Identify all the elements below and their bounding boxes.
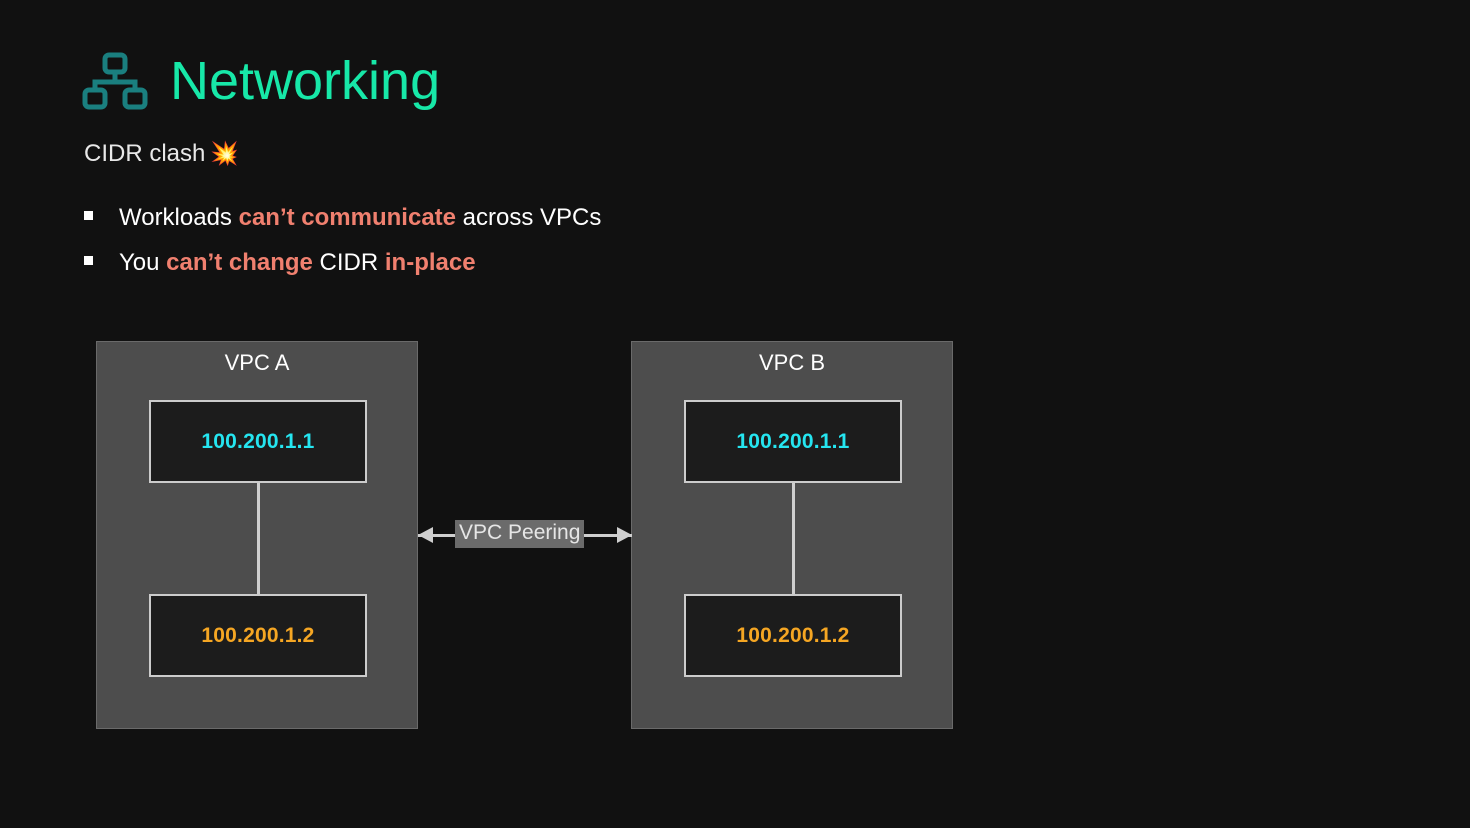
bullet-segment-highlight: in-place <box>384 249 476 276</box>
sitemap-icon <box>82 52 148 110</box>
vpc-a-connector-line <box>257 483 260 594</box>
subtitle-text: CIDR clash <box>84 140 206 167</box>
arrow-head-left-icon <box>418 527 433 543</box>
vpc-b-node-1: 100.200.1.1 <box>684 400 902 483</box>
vpc-container-b: VPC B 100.200.1.1 100.200.1.2 <box>631 341 953 729</box>
bullet-segment: You <box>119 249 167 276</box>
page-title: Networking <box>170 51 441 111</box>
vpc-b-node-2: 100.200.1.2 <box>684 594 902 677</box>
vpc-label-b: VPC B <box>758 350 826 375</box>
peering-line <box>418 534 632 537</box>
vpc-label-a: VPC A <box>224 350 290 375</box>
subtitle: CIDR clash💥 <box>84 140 239 168</box>
bullet-segment-highlight: can’t communicate <box>238 204 457 231</box>
ip-address: 100.200.1.2 <box>736 623 850 647</box>
ip-address: 100.200.1.1 <box>736 429 850 453</box>
bullet-segment-highlight: can’t change <box>166 249 313 276</box>
vpc-a-node-1: 100.200.1.1 <box>149 400 367 483</box>
bullet-text: Workloads can’t communicate across VPCs <box>119 203 601 233</box>
square-bullet-icon <box>84 211 93 220</box>
slide-header: Networking <box>82 52 440 110</box>
bullet-segment: across VPCs <box>456 204 602 231</box>
vpc-a-node-2: 100.200.1.2 <box>149 594 367 677</box>
vpc-b-connector-line <box>792 483 795 594</box>
bullet-segment: Workloads <box>119 204 239 231</box>
vpc-peering-arrow <box>418 527 632 543</box>
vpc-peering-label: VPC Peering <box>455 520 585 549</box>
list-item: You can’t change CIDR in-place <box>84 248 884 278</box>
bullet-list: Workloads can’t communicate across VPCs … <box>84 203 884 293</box>
collision-emoji: 💥 <box>210 140 239 166</box>
bullet-segment: CIDR <box>312 249 385 276</box>
list-item: Workloads can’t communicate across VPCs <box>84 203 884 233</box>
ip-address: 100.200.1.2 <box>201 623 315 647</box>
arrow-head-right-icon <box>617 527 632 543</box>
bullet-text: You can’t change CIDR in-place <box>119 248 476 278</box>
ip-address: 100.200.1.1 <box>201 429 315 453</box>
square-bullet-icon <box>84 256 93 265</box>
vpc-container-a: VPC A 100.200.1.1 100.200.1.2 <box>96 341 418 729</box>
